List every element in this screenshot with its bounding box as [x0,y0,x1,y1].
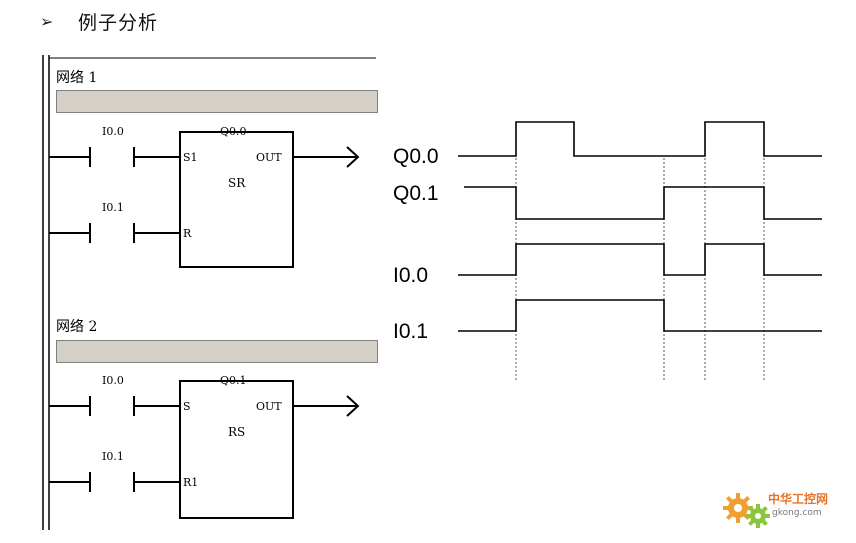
waveform-i00 [458,243,822,276]
watermark-brand: 中华工控网 [768,492,829,506]
ladder-diagram: 网络 1 I0.0 I0.1 Q0.0 SR S1 R OUT 网络 2 I0.… [40,55,378,530]
contact-i01-label: I0.1 [102,201,124,214]
watermark-site: gkong.com [772,508,822,518]
signal-label-q01: Q0.1 [393,182,439,205]
coil-q01-label: Q0.1 [220,374,247,387]
waveform-i01 [458,299,822,332]
timing-diagram [458,121,822,382]
pin-out-1: OUT [256,151,282,164]
network-2-label: 网络 2 [56,319,98,335]
gkong-watermark: 中华工控网 gkong.com [718,480,848,532]
network-1-label: 网络 1 [56,70,98,86]
pin-r1: R1 [183,476,199,489]
waveform-q01 [464,186,822,220]
contact-i00-label: I0.0 [102,125,124,138]
signal-label-i00: I0.0 [393,264,429,287]
block-type-rs: RS [228,425,246,439]
pin-s1: S1 [183,151,198,164]
output-arrow-1 [346,146,360,168]
signal-label-q00: Q0.0 [393,145,439,168]
coil-q00-label: Q0.0 [220,125,247,138]
rs-block [179,380,294,519]
pin-s: S [183,400,191,413]
block-type-sr: SR [228,176,246,190]
bullet-heading: ➢ 例子分析 [40,8,158,34]
signal-label-i01: I0.1 [393,320,429,343]
rung-2 [49,380,360,519]
output-arrow-2 [346,395,360,417]
rung-1 [49,131,360,268]
waveform-q00 [458,121,822,157]
sr-block [179,131,294,268]
ladder-svg [42,55,376,530]
gear-logo-icon [723,493,770,528]
contact-i01-2-label: I0.1 [102,450,124,463]
pin-r: R [183,227,192,240]
network-1-comment-bar[interactable] [56,90,378,113]
bullet-arrow-icon: ➢ [40,11,54,31]
page-title: 例子分析 [78,11,159,34]
pin-out-2: OUT [256,400,282,413]
contact-i00-2-label: I0.0 [102,374,124,387]
network-2-comment-bar[interactable] [56,340,378,363]
